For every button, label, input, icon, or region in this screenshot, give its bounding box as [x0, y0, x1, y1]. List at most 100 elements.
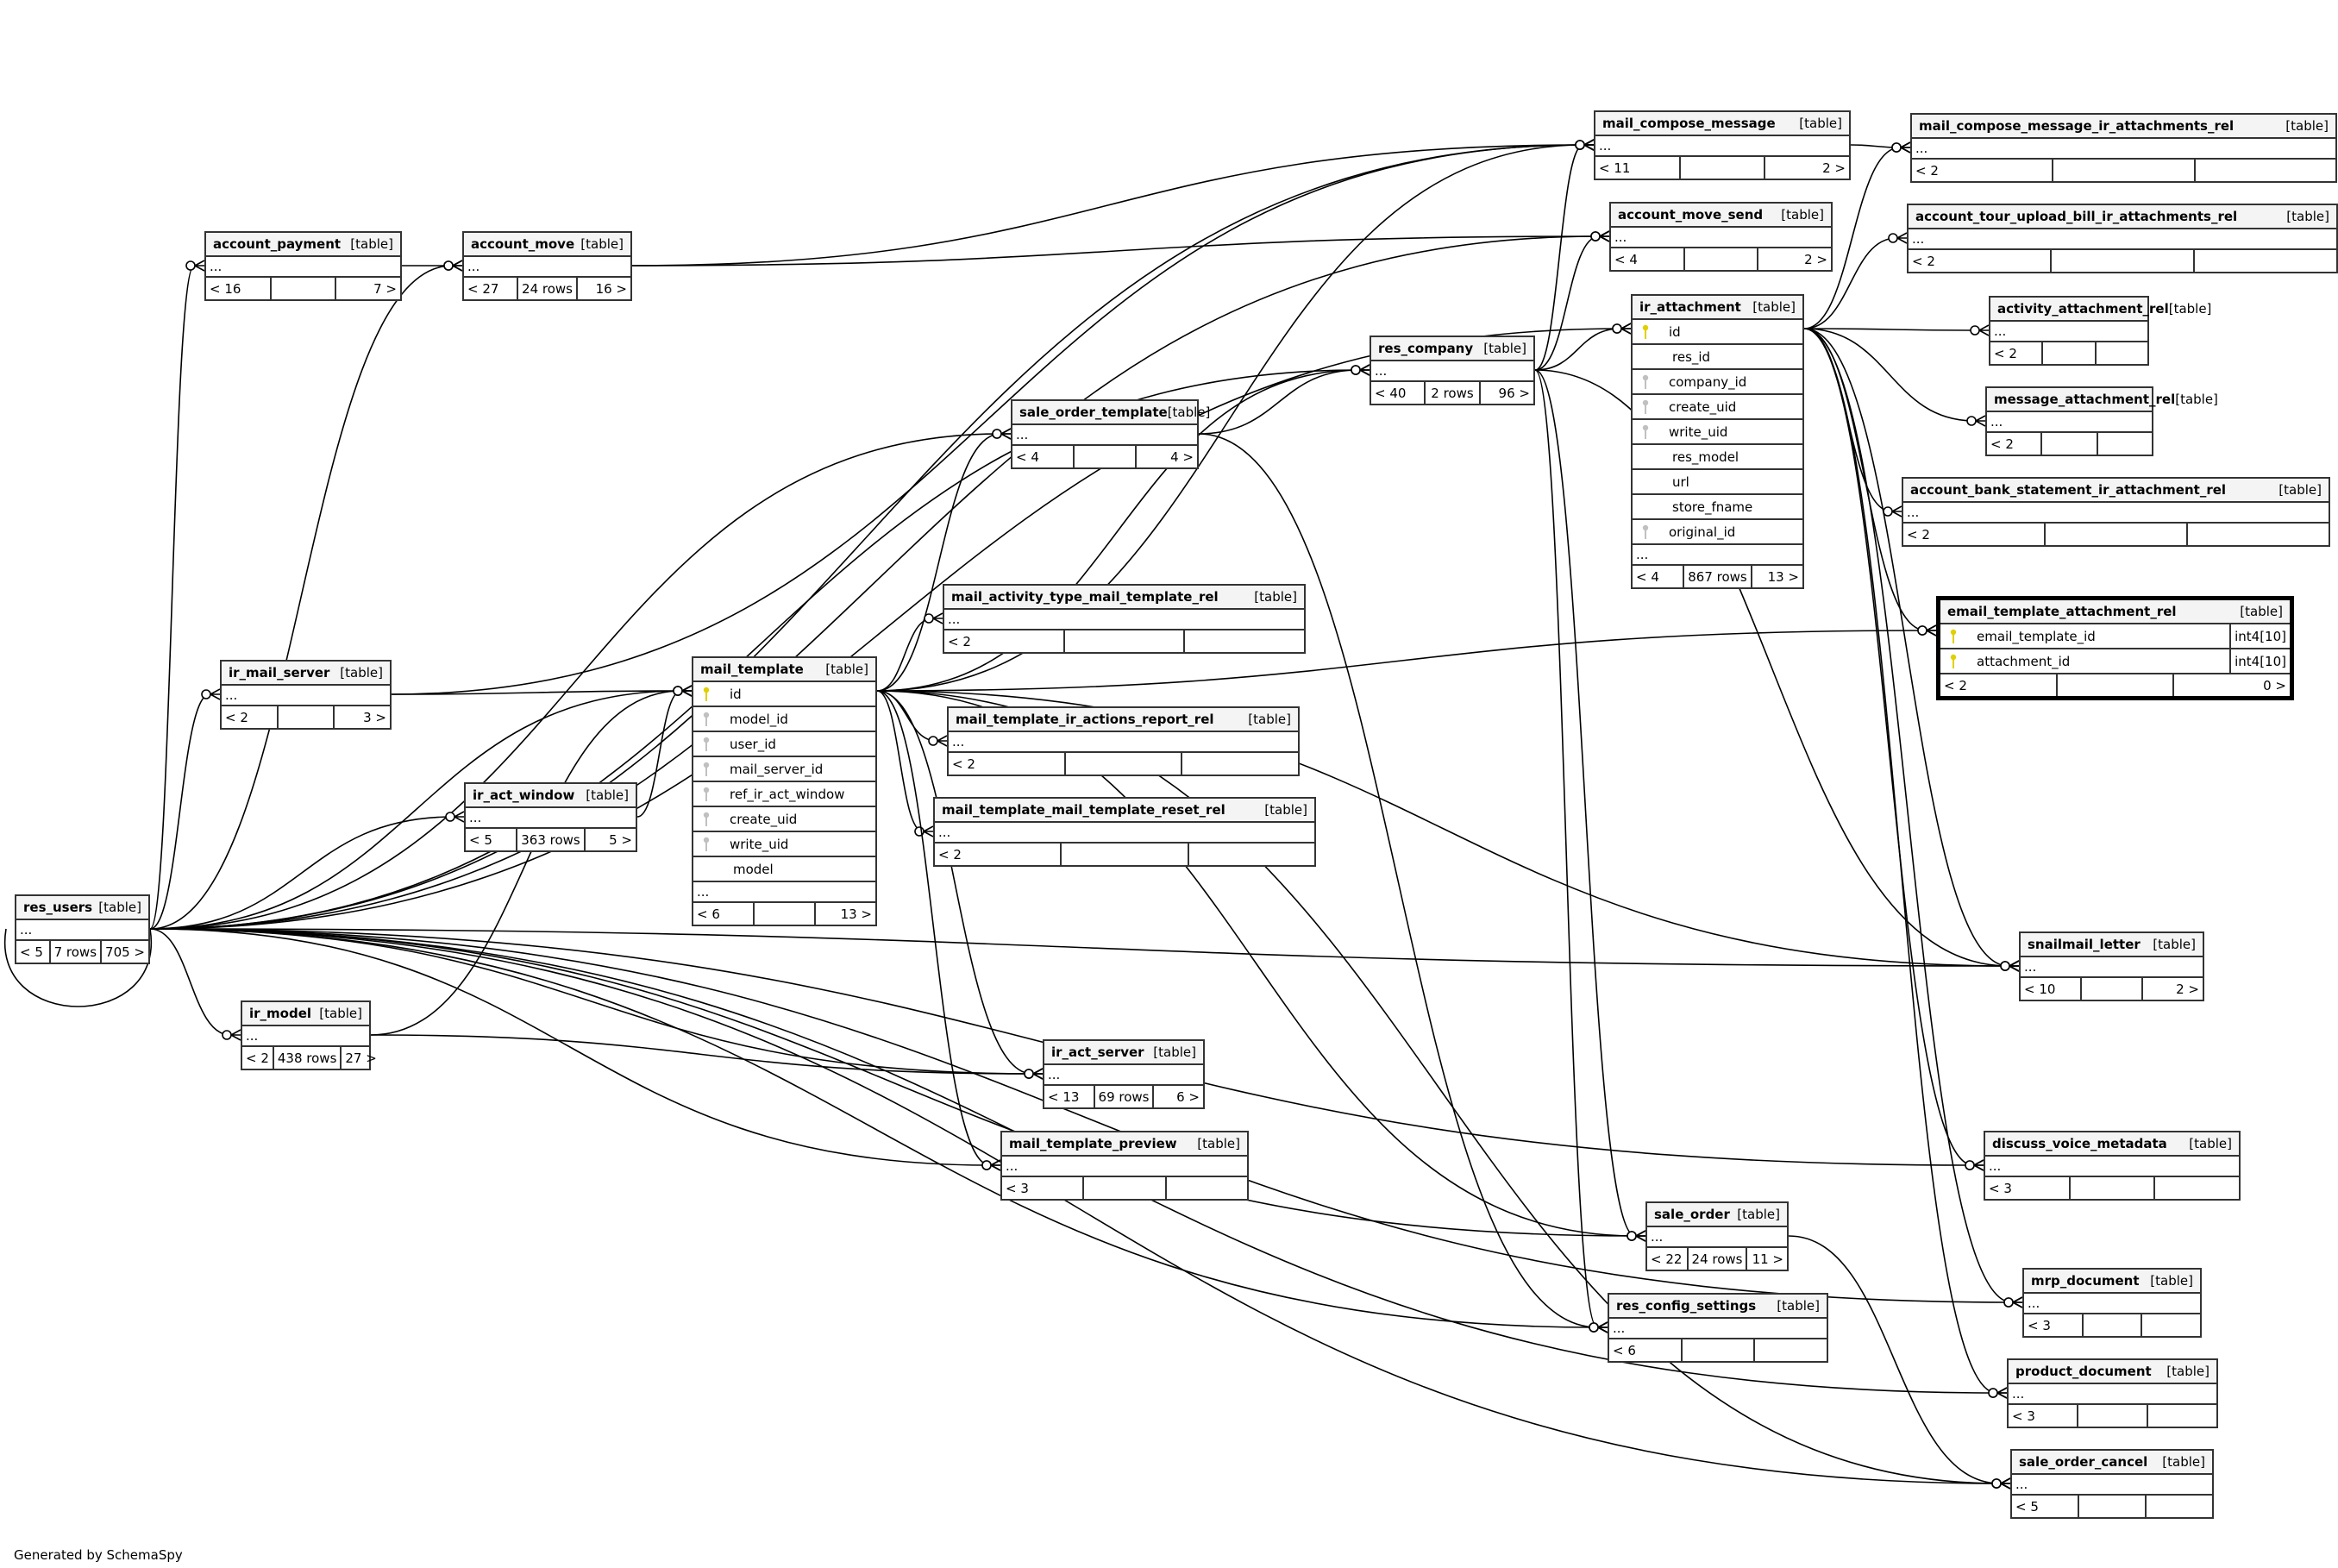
children-count[interactable]: [1181, 753, 1298, 775]
parents-count[interactable]: < 11: [1599, 160, 1631, 176]
table-account-bank-statement-ir-attachment-rel[interactable]: account_bank_statement_ir_attachment_rel…: [1902, 477, 2330, 547]
column-row[interactable]: write_uid: [693, 832, 875, 857]
more-columns[interactable]: ...: [206, 257, 400, 278]
parents-count[interactable]: < 2: [1990, 436, 2014, 452]
table-name[interactable]: account_payment: [213, 236, 342, 252]
column-row[interactable]: company_id: [1633, 370, 1802, 395]
parents-count[interactable]: < 2: [1915, 162, 1939, 179]
more-columns[interactable]: ...: [1044, 1065, 1203, 1086]
children-count[interactable]: 6 >: [1152, 1086, 1203, 1107]
table-name[interactable]: ir_act_server: [1051, 1044, 1144, 1060]
table-name[interactable]: mail_compose_message_ir_attachments_rel: [1919, 118, 2235, 134]
children-count[interactable]: 2 >: [2141, 978, 2203, 1000]
column-row[interactable]: user_id: [693, 732, 875, 757]
table-name[interactable]: product_document: [2015, 1364, 2152, 1379]
column-row[interactable]: res_id: [1633, 345, 1802, 370]
more-columns[interactable]: ...: [464, 257, 630, 278]
more-columns[interactable]: ...: [1903, 503, 2329, 524]
children-count[interactable]: 27 >: [340, 1047, 379, 1069]
table-account-tour-upload-bill-ir-attachments-rel[interactable]: account_tour_upload_bill_ir_attachments_…: [1907, 204, 2338, 273]
table-name[interactable]: account_move: [471, 236, 575, 252]
children-count[interactable]: 13 >: [1750, 566, 1802, 587]
column-row[interactable]: ref_ir_act_window: [693, 782, 875, 807]
table-sale-order-cancel[interactable]: sale_order_cancel[table]...< 5: [2010, 1449, 2214, 1519]
table-email-template-attachment-rel[interactable]: email_template_attachment_rel[table]emai…: [1936, 596, 2294, 700]
children-count[interactable]: 96 >: [1478, 382, 1533, 404]
more-columns[interactable]: ...: [693, 882, 875, 903]
more-columns[interactable]: ...: [2009, 1384, 2216, 1405]
table-name[interactable]: mail_activity_type_mail_template_rel: [951, 589, 1219, 605]
table-name[interactable]: mail_template_mail_template_reset_rel: [942, 802, 1225, 818]
more-columns[interactable]: ...: [1633, 545, 1802, 566]
more-columns[interactable]: ...: [1909, 229, 2336, 250]
children-count[interactable]: [2153, 1177, 2239, 1199]
table-name[interactable]: ir_mail_server: [229, 665, 330, 681]
column-row[interactable]: model: [693, 857, 875, 882]
table-name[interactable]: account_tour_upload_bill_ir_attachments_…: [1915, 209, 2238, 224]
table-name[interactable]: snailmail_letter: [2028, 937, 2141, 952]
parents-count[interactable]: < 2: [246, 1050, 269, 1066]
table-name[interactable]: mail_compose_message: [1602, 116, 1776, 131]
parents-count[interactable]: < 5: [469, 831, 492, 848]
table-name[interactable]: email_template_attachment_rel: [1947, 604, 2177, 619]
children-count[interactable]: [1164, 1177, 1247, 1199]
column-row[interactable]: write_uid: [1633, 420, 1802, 445]
table-mail-template-mail-template-reset-rel[interactable]: mail_template_mail_template_reset_rel[ta…: [933, 797, 1316, 867]
children-count[interactable]: 2 >: [1757, 248, 1831, 270]
more-columns[interactable]: ...: [466, 808, 636, 829]
more-columns[interactable]: ...: [1002, 1157, 1247, 1177]
parents-count[interactable]: < 2: [938, 846, 962, 862]
children-count[interactable]: [2141, 1314, 2200, 1336]
table-name[interactable]: res_company: [1378, 341, 1474, 356]
table-name[interactable]: sale_order_template: [1019, 405, 1168, 420]
table-mail-template-preview[interactable]: mail_template_preview[table]...< 3: [1000, 1131, 1249, 1201]
table-name[interactable]: mail_template_preview: [1009, 1136, 1177, 1151]
more-columns[interactable]: ...: [2021, 957, 2203, 978]
more-columns[interactable]: ...: [16, 920, 148, 941]
more-columns[interactable]: ...: [1985, 1157, 2239, 1177]
more-columns[interactable]: ...: [1371, 361, 1533, 382]
more-columns[interactable]: ...: [1647, 1227, 1787, 1248]
parents-count[interactable]: < 4: [1016, 448, 1039, 465]
column-row[interactable]: mail_server_id: [693, 757, 875, 782]
children-count[interactable]: [2186, 524, 2329, 545]
table-name[interactable]: ir_attachment: [1639, 299, 1741, 315]
more-columns[interactable]: ...: [944, 610, 1304, 630]
children-count[interactable]: [2193, 250, 2336, 272]
column-row[interactable]: id: [693, 682, 875, 707]
column-row[interactable]: create_uid: [693, 807, 875, 832]
children-count[interactable]: 16 >: [575, 278, 630, 299]
parents-count[interactable]: < 3: [1006, 1180, 1029, 1196]
table-mail-activity-type-mail-template-rel[interactable]: mail_activity_type_mail_template_rel[tab…: [943, 584, 1306, 654]
table-name[interactable]: mail_template: [700, 662, 804, 677]
children-count[interactable]: [2094, 342, 2147, 364]
children-count[interactable]: 705 >: [100, 941, 148, 963]
more-columns[interactable]: ...: [2024, 1294, 2200, 1314]
table-name[interactable]: account_bank_statement_ir_attachment_rel: [1910, 482, 2227, 498]
table-name[interactable]: activity_attachment_rel: [1997, 301, 2169, 317]
column-row[interactable]: res_model: [1633, 445, 1802, 470]
table-activity-attachment-rel[interactable]: activity_attachment_rel[table]...< 2: [1989, 296, 2211, 366]
column-row[interactable]: model_id: [693, 707, 875, 732]
table-name[interactable]: ir_model: [249, 1006, 312, 1021]
children-count[interactable]: [2147, 1405, 2216, 1427]
column-row[interactable]: original_id: [1633, 520, 1802, 545]
children-count[interactable]: 13 >: [814, 903, 875, 925]
parents-count[interactable]: < 2: [1912, 253, 1935, 269]
parents-count[interactable]: < 6: [697, 906, 720, 922]
table-name[interactable]: res_users: [23, 900, 93, 915]
table-name[interactable]: mrp_document: [2031, 1273, 2140, 1289]
table-name[interactable]: account_move_send: [1618, 207, 1764, 223]
parents-count[interactable]: < 16: [210, 280, 241, 297]
parents-count[interactable]: < 2: [225, 709, 248, 725]
